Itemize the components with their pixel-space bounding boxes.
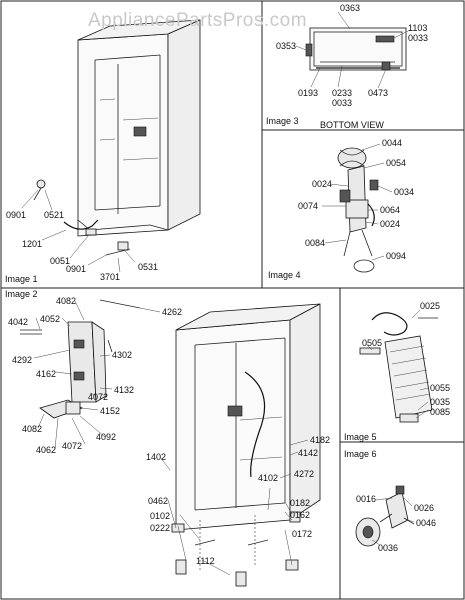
image2-caption: Image 2 bbox=[5, 289, 38, 299]
image4-caption: Image 4 bbox=[268, 270, 301, 280]
part-label: 0055 bbox=[430, 383, 450, 393]
part-label: 1103 bbox=[408, 23, 427, 33]
part-label: 1112 bbox=[196, 556, 215, 566]
part-label: 4102 bbox=[258, 473, 278, 483]
part-label: 4262 bbox=[162, 307, 182, 317]
part-label: 0233 bbox=[332, 88, 352, 98]
part-label: 0033 bbox=[408, 33, 428, 43]
part-label: 0172 bbox=[292, 529, 312, 539]
part-label: 4062 bbox=[36, 445, 56, 455]
part-label: 0531 bbox=[138, 262, 158, 272]
part-label: 0051 bbox=[50, 256, 70, 266]
part-label: 0024 bbox=[312, 179, 332, 189]
part-label: 0046 bbox=[416, 518, 436, 528]
part-label: 0026 bbox=[414, 503, 434, 513]
part-label: 0222 bbox=[150, 523, 170, 533]
part-label: 0102 bbox=[150, 511, 170, 521]
image3-caption: Image 3 bbox=[266, 116, 299, 126]
part-label: 0901 bbox=[66, 264, 86, 274]
part-label: 0473 bbox=[368, 88, 388, 98]
part-label: 4142 bbox=[298, 448, 318, 458]
image6-caption: Image 6 bbox=[344, 449, 377, 459]
part-label: 0363 bbox=[340, 3, 360, 13]
image6-drawing bbox=[355, 485, 415, 547]
image1-drawing bbox=[21, 19, 201, 273]
part-label: 4082 bbox=[56, 296, 76, 306]
part-label: 4182 bbox=[310, 435, 330, 445]
part-label: 0094 bbox=[386, 251, 406, 261]
part-label: 0521 bbox=[44, 210, 64, 220]
image3-view-caption: BOTTOM VIEW bbox=[320, 120, 384, 130]
image5-drawing bbox=[359, 309, 438, 423]
part-label: 0035 bbox=[430, 397, 450, 407]
part-label: 3701 bbox=[100, 272, 120, 282]
part-label: 4292 bbox=[12, 355, 32, 365]
part-label: 0505 bbox=[362, 338, 382, 348]
part-label: 0024 bbox=[380, 219, 400, 229]
image3-drawing bbox=[295, 11, 411, 89]
part-label: 4072 bbox=[62, 441, 82, 451]
part-label: 0025 bbox=[420, 301, 440, 311]
image1-caption: Image 1 bbox=[5, 274, 38, 284]
part-label: 0033 bbox=[332, 98, 352, 108]
part-label: 4152 bbox=[100, 406, 120, 416]
part-label: 4042 bbox=[8, 317, 28, 327]
watermark-text: AppliancePartsPros.com bbox=[88, 10, 307, 31]
part-label: 0084 bbox=[305, 238, 325, 248]
part-label: 4132 bbox=[114, 385, 134, 395]
part-label: 4072 bbox=[88, 392, 108, 402]
image5-caption: Image 5 bbox=[344, 432, 377, 442]
part-label: 0182 bbox=[290, 498, 310, 508]
part-label: 0074 bbox=[298, 201, 318, 211]
part-label: 1201 bbox=[22, 239, 42, 249]
part-label: 0064 bbox=[380, 205, 400, 215]
image2-drawing bbox=[20, 299, 321, 587]
part-label: 0016 bbox=[356, 494, 376, 504]
part-label: 0085 bbox=[430, 407, 450, 417]
part-label: 0193 bbox=[298, 88, 318, 98]
part-label: 0353 bbox=[276, 41, 296, 51]
part-label: 4092 bbox=[96, 432, 116, 442]
part-label: 4082 bbox=[22, 424, 42, 434]
part-label: 4052 bbox=[40, 314, 60, 324]
part-label: 1402 bbox=[146, 452, 166, 462]
image4-drawing bbox=[322, 143, 393, 273]
part-label: 0901 bbox=[6, 210, 26, 220]
part-label: 0036 bbox=[378, 543, 398, 553]
part-label: 0162 bbox=[290, 510, 310, 520]
part-label: 4162 bbox=[36, 369, 56, 379]
part-label: 4302 bbox=[112, 350, 132, 360]
part-label: 0462 bbox=[148, 496, 168, 506]
part-label: 0054 bbox=[386, 158, 406, 168]
part-label: 0034 bbox=[394, 187, 414, 197]
part-label: 0044 bbox=[382, 138, 402, 148]
part-label: 4272 bbox=[294, 469, 314, 479]
